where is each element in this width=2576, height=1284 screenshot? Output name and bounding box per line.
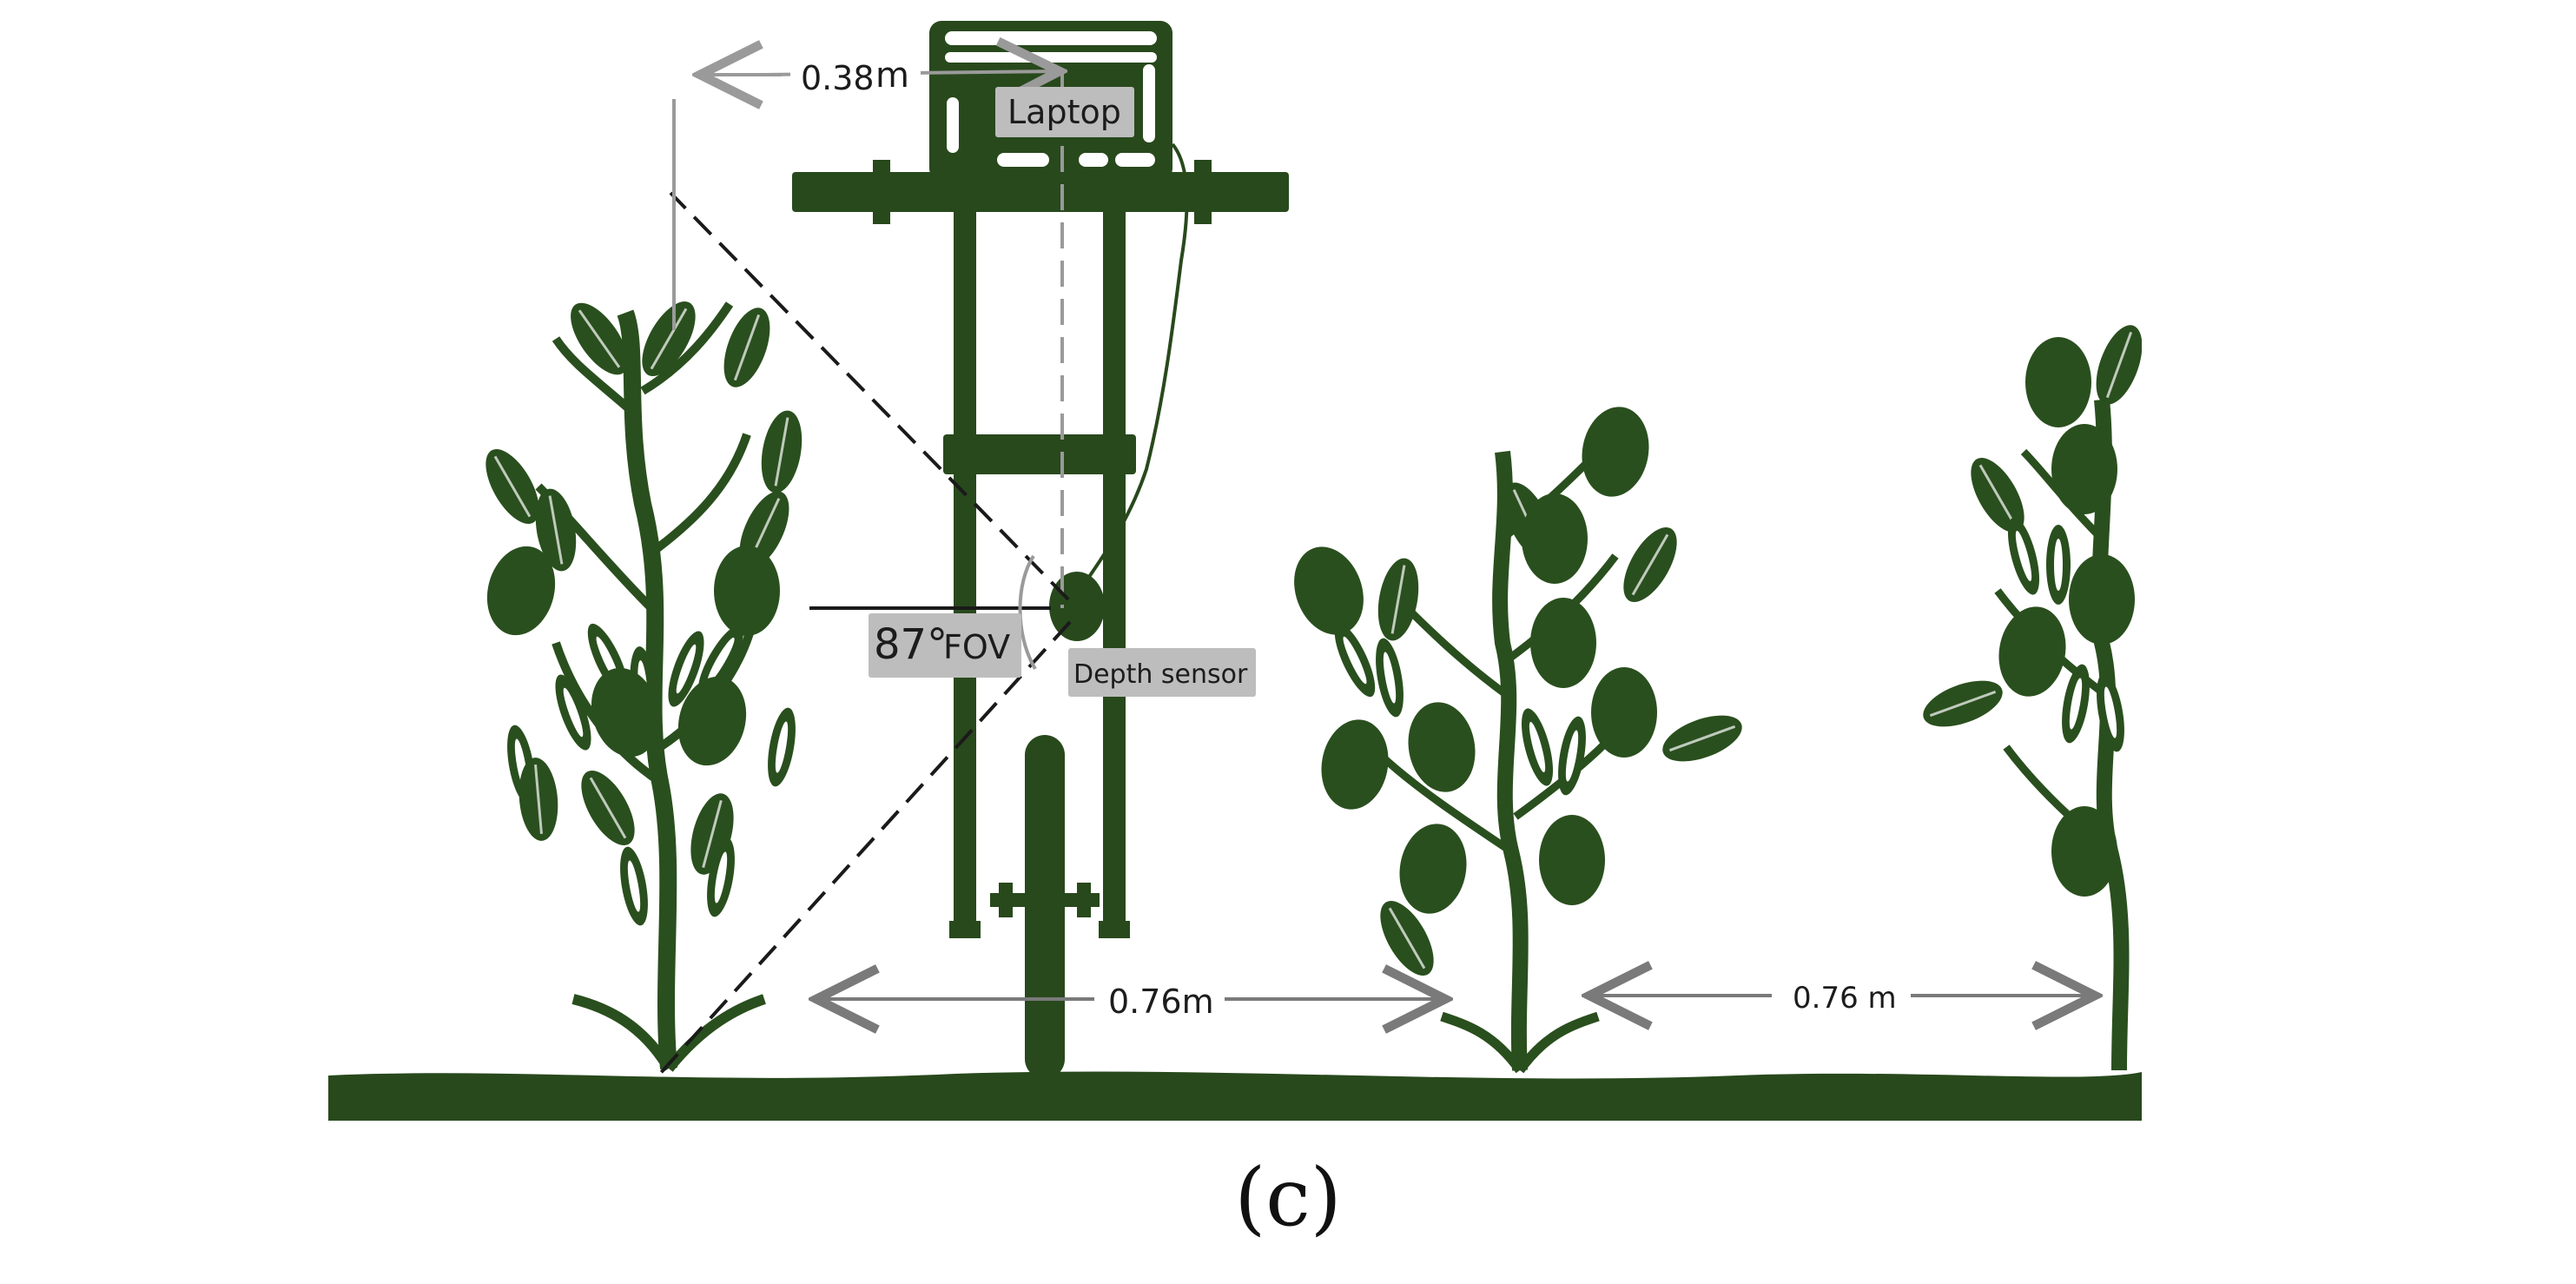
- soybean-plant-left: [473, 291, 809, 1072]
- laptop-label: Laptop: [995, 87, 1134, 137]
- depth-sensor-label: Depth sensor: [1068, 648, 1256, 697]
- left-rail: [954, 207, 976, 937]
- sensor-cart: [792, 21, 1289, 1079]
- laptop-offset-dimension: 0.38 m: [672, 50, 1060, 330]
- figure-caption: (c): [1234, 1151, 1342, 1244]
- svg-text:87°: 87°: [874, 620, 948, 669]
- soybean-plant-middle: [1282, 401, 1750, 1074]
- svg-text:Depth sensor: Depth sensor: [1073, 659, 1248, 690]
- right-clip-mask: [2142, 217, 2576, 1138]
- laptop-offset-unit: m: [875, 56, 909, 96]
- depth-sensor: [1049, 572, 1105, 641]
- svg-text:Laptop: Laptop: [1007, 93, 1121, 131]
- middle-brace: [943, 434, 1136, 474]
- top-crossbar: [792, 172, 1289, 212]
- sensor-cable: [1084, 142, 1189, 584]
- fov-label: 87° FOV: [869, 613, 1021, 678]
- row-spacing-dimension-2: 0.76 m: [1589, 971, 2095, 1020]
- ground: [328, 1071, 2142, 1121]
- row-spacing-dimension-1: 0.76m: [816, 973, 1445, 1025]
- laptop-offset-value: 0.38: [801, 59, 875, 97]
- row-spacing-label-1: 0.76m: [1108, 983, 1214, 1021]
- fov-lines: [657, 191, 1072, 1077]
- soybean-plant-right: [1915, 317, 2153, 1071]
- svg-text:FOV: FOV: [943, 628, 1010, 666]
- right-rail: [1103, 207, 1126, 937]
- row-spacing-label-2: 0.76 m: [1793, 981, 1897, 1016]
